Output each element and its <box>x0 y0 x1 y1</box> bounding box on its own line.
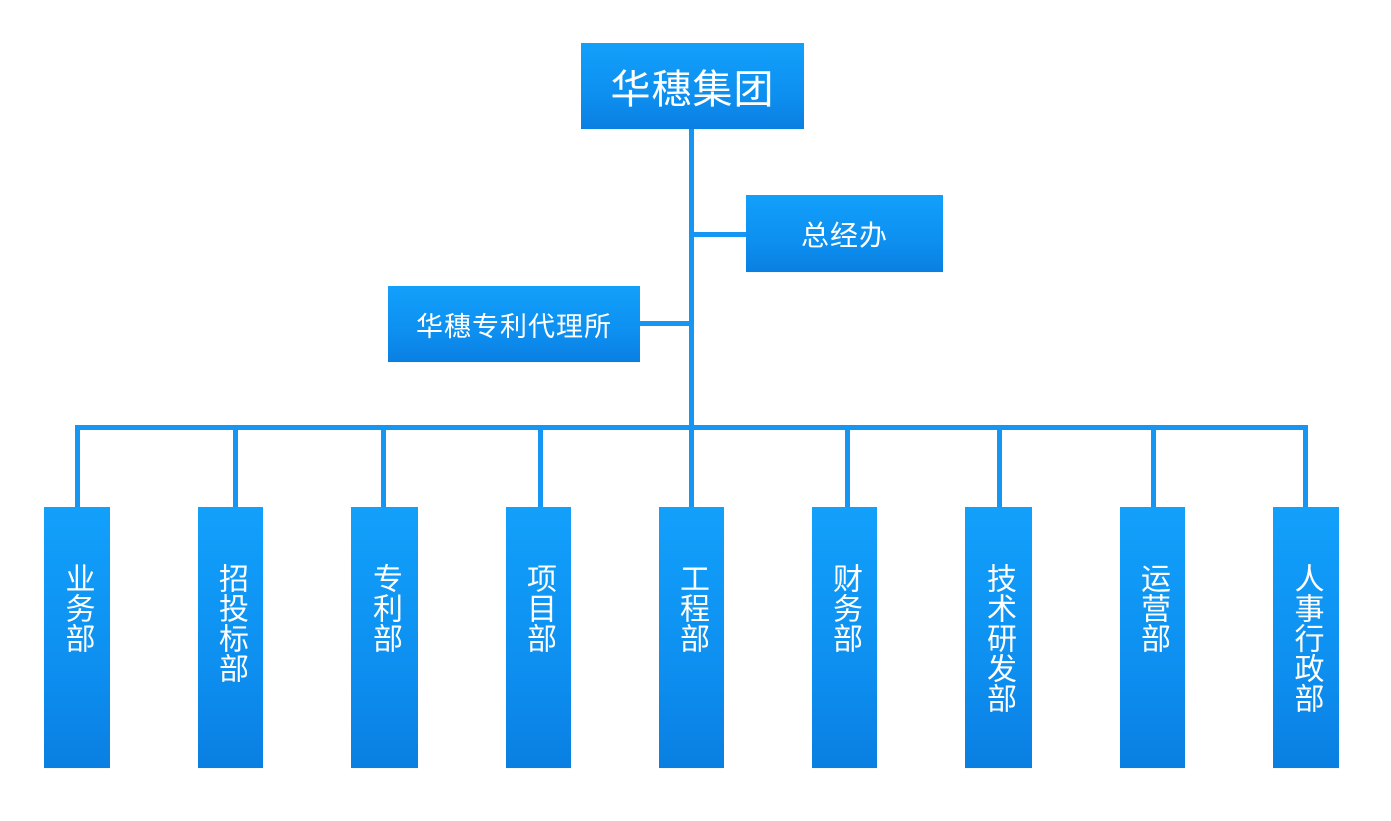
department-label-4: 项目部 <box>521 563 556 653</box>
main-trunk-line <box>689 129 694 429</box>
department-label-2: 招投标部 <box>213 563 248 683</box>
office-node-label: 总经办 <box>800 218 888 252</box>
department-node-1: 业务部 <box>44 507 110 768</box>
department-label-8: 运营部 <box>1135 563 1170 653</box>
department-label-1: 业务部 <box>59 563 95 653</box>
department-node-2: 招投标部 <box>198 507 263 768</box>
department-drop-line-4 <box>538 425 543 507</box>
department-drop-line-9 <box>1303 425 1308 507</box>
department-label-7: 技术研发部 <box>981 563 1016 713</box>
department-drop-line-7 <box>997 425 1002 507</box>
agency-node: 华穗专利代理所 <box>388 286 640 362</box>
department-label-3: 专利部 <box>367 563 402 653</box>
department-node-9: 人事行政部 <box>1273 507 1339 768</box>
department-drop-line-6 <box>845 425 850 507</box>
office-node: 总经办 <box>746 195 943 272</box>
department-node-7: 技术研发部 <box>965 507 1032 768</box>
department-node-8: 运营部 <box>1120 507 1185 768</box>
department-node-6: 财务部 <box>812 507 877 768</box>
agency-node-label: 华穗专利代理所 <box>416 311 612 343</box>
agency-connector-line <box>640 321 692 326</box>
office-connector-line <box>692 232 746 237</box>
department-node-4: 项目部 <box>506 507 571 768</box>
department-node-5: 工程部 <box>659 507 724 768</box>
department-drop-line-1 <box>75 425 80 507</box>
department-drop-line-2 <box>233 425 238 507</box>
department-label-6: 财务部 <box>827 563 862 653</box>
department-drop-line-5 <box>689 425 694 507</box>
department-drop-line-8 <box>1151 425 1156 507</box>
department-label-9: 人事行政部 <box>1288 563 1324 713</box>
department-node-3: 专利部 <box>351 507 418 768</box>
root-node-label: 华穗集团 <box>610 67 775 113</box>
department-label-5: 工程部 <box>674 563 709 653</box>
department-drop-line-3 <box>381 425 386 507</box>
root-node: 华穗集团 <box>581 43 804 129</box>
